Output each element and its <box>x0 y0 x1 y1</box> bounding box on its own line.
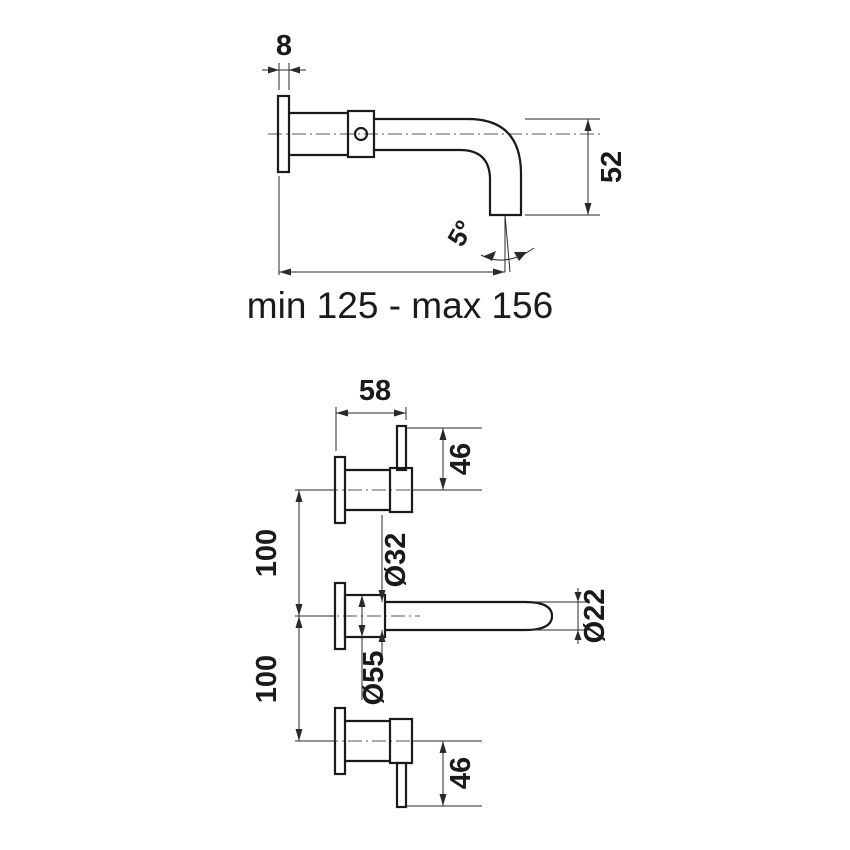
arrow-angle-right <box>514 252 527 261</box>
arrow-46bot-down <box>439 794 447 806</box>
dimension-valve-handle-height-top-46: 46 <box>406 427 482 491</box>
arrow-46top-down <box>439 478 447 490</box>
upper-valve-handle <box>395 424 408 472</box>
spout-tube <box>385 600 554 632</box>
arrow-proj-right <box>493 268 505 276</box>
view-front-elevation-three-hole: 58 46 100 <box>251 375 611 809</box>
arrow-d55-top <box>358 595 366 607</box>
dim-label-escutcheon-diameter-55: Ø55 <box>358 651 390 706</box>
view-side-elevation-spout: 8 52 5º <box>247 30 628 326</box>
dim-label-spout-drop-height: 52 <box>596 151 628 183</box>
upper-valve-body <box>345 468 390 512</box>
arrow-58-right <box>394 409 406 417</box>
spout-outer-profile <box>374 117 523 215</box>
dim-label-wall-plate-thickness: 8 <box>276 30 292 62</box>
arrow-8-left <box>268 66 279 74</box>
arrow-100lower-bottom <box>295 729 303 741</box>
arrow-angle-left <box>484 251 496 261</box>
arrow-58-left <box>336 409 348 417</box>
arrow-d22-top <box>574 592 582 602</box>
arrow-46top-up <box>439 428 447 440</box>
wall-plate-side <box>276 94 291 174</box>
dimension-valve-handle-height-bottom-46: 46 <box>406 740 482 807</box>
arrow-46bot-up <box>439 741 447 753</box>
arrow-proj-left <box>279 268 291 276</box>
dim-label-spacing-upper-100: 100 <box>251 529 283 577</box>
arrow-100upper-top <box>295 490 303 502</box>
lower-valve-assembly <box>300 706 420 809</box>
arrow-d22-bottom <box>574 630 582 640</box>
spout-inner-profile <box>374 148 492 215</box>
arrow-100lower-top <box>295 616 303 628</box>
dim-label-spout-outlet-diameter-22: Ø22 <box>579 589 611 644</box>
angle-arc <box>480 247 535 261</box>
dim-label-spout-outlet-angle: 5º <box>441 215 479 251</box>
dim-label-spacing-lower-100: 100 <box>251 655 283 703</box>
collar-block-side <box>346 109 376 159</box>
arrow-d55-bottom <box>358 625 366 637</box>
dimension-spout-drop-height: 52 <box>525 118 628 216</box>
dim-label-valve-handle-height-bottom-46: 46 <box>445 757 477 789</box>
dim-label-valve-handle-height-top-46: 46 <box>445 443 477 475</box>
lower-valve-body <box>345 719 390 763</box>
dim-label-spout-tube-diameter-32: Ø32 <box>380 533 412 588</box>
dimension-spout-outlet-diameter-22: Ø22 <box>530 588 611 644</box>
dimension-valve-width-58: 58 <box>335 375 407 451</box>
lower-valve-handle <box>395 761 408 809</box>
upper-valve-assembly <box>300 424 420 525</box>
spout-base-collar <box>343 593 387 639</box>
dimension-wall-plate-thickness: 8 <box>262 30 306 90</box>
dimension-spacing-lower-100: 100 <box>251 616 335 742</box>
dimension-spacing-upper-100: 100 <box>251 489 335 617</box>
arrow-8-right <box>289 66 300 74</box>
dimension-spout-outlet-angle: 5º <box>441 214 535 273</box>
body-cylinder-side <box>289 111 348 157</box>
arrow-52-bottom <box>584 203 592 215</box>
arrow-100upper-bottom <box>295 604 303 616</box>
angle-ref-leg <box>504 214 511 273</box>
dim-label-valve-width-58: 58 <box>359 375 391 407</box>
arrow-d32-bottom <box>378 630 386 642</box>
arrow-52-top <box>584 119 592 131</box>
dimension-spout-projection-range: min 125 - max 156 <box>247 176 553 326</box>
fixing-screw-icon <box>353 126 369 142</box>
dimension-escutcheon-diameter-55: Ø55 <box>358 595 390 705</box>
dimension-spout-tube-diameter-32: Ø32 <box>378 515 412 658</box>
arrow-d32-top <box>378 590 386 602</box>
dim-label-spout-projection-range: min 125 - max 156 <box>247 285 553 326</box>
